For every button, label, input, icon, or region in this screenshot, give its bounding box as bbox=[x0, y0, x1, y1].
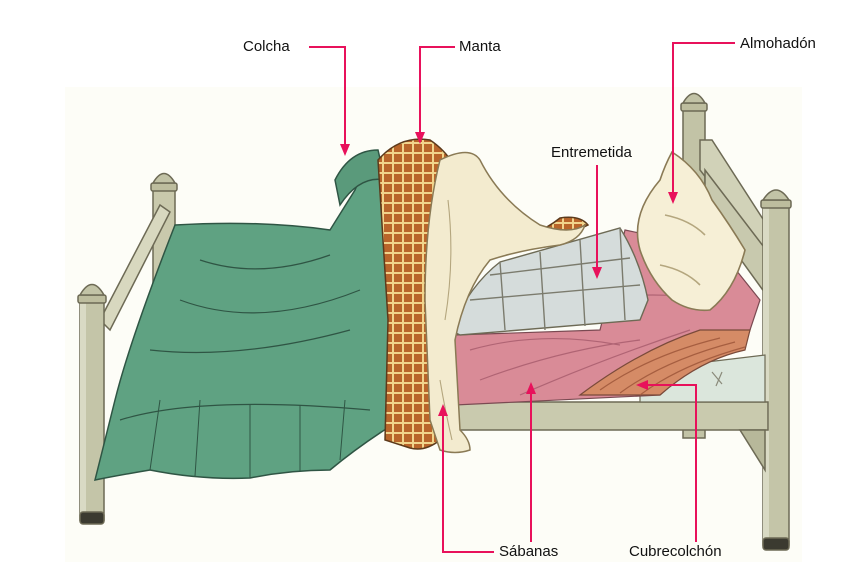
mattress-cover bbox=[578, 329, 751, 396]
quilted-pad bbox=[449, 227, 649, 336]
label-colcha: Colcha bbox=[243, 38, 290, 55]
pillow bbox=[636, 150, 746, 312]
arrowhead-icon bbox=[668, 192, 678, 204]
arrowhead-icon bbox=[636, 380, 648, 390]
arrowhead-icon bbox=[526, 382, 536, 394]
label-almohadon: Almohadón bbox=[740, 35, 816, 52]
leader-line-cubrecolchon bbox=[640, 384, 697, 542]
label-manta: Manta bbox=[459, 38, 501, 55]
label-entremetida: Entremetida bbox=[551, 144, 632, 161]
label-cubrecolchon: Cubrecolchón bbox=[629, 543, 722, 560]
leader-line-manta bbox=[419, 46, 455, 140]
side-rail bbox=[449, 401, 769, 473]
arrowhead-icon bbox=[415, 132, 425, 144]
leader-lines bbox=[309, 42, 735, 553]
label-sabanas: Sábanas bbox=[499, 543, 559, 560]
arrowhead-icon bbox=[592, 267, 602, 279]
leader-line-sabanas-1 bbox=[442, 408, 494, 553]
leader-line-almohadon bbox=[672, 42, 735, 200]
arrowhead-icon bbox=[438, 404, 448, 416]
bedspread bbox=[93, 149, 401, 481]
arrowhead-icon bbox=[340, 144, 350, 156]
leader-line-colcha bbox=[309, 46, 346, 152]
